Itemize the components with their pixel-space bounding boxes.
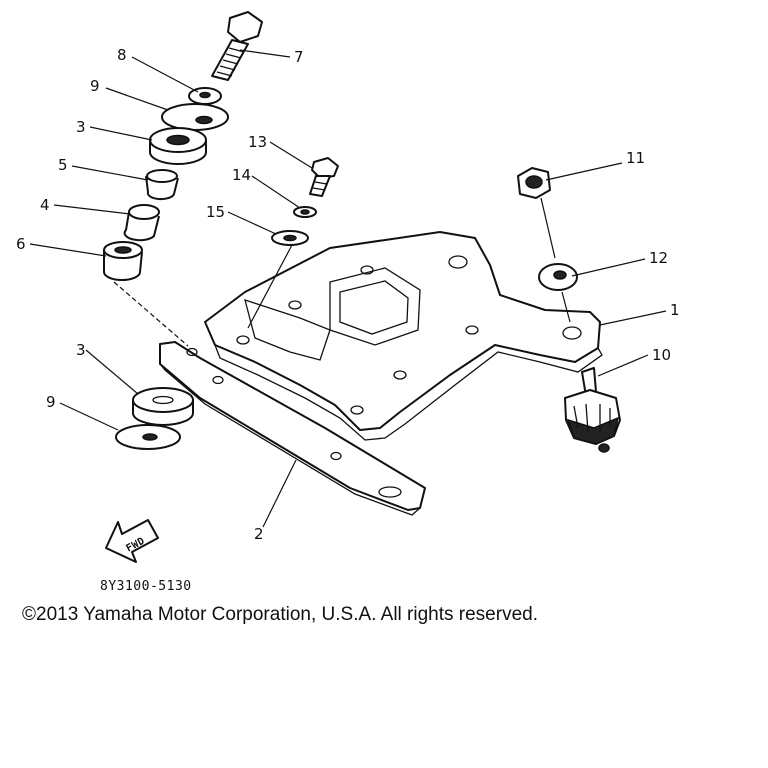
assembly-lines	[113, 197, 571, 347]
lockwasher-part-14	[293, 206, 317, 218]
bolt-part-13	[309, 157, 339, 197]
rail-part-2	[159, 341, 426, 516]
bracket-part-1	[204, 231, 603, 441]
callout-11: 11	[626, 149, 645, 167]
washer-part-15	[271, 230, 309, 246]
nut-part-11	[517, 167, 551, 199]
spacer-part-6	[103, 241, 143, 281]
grommet-part-3-upper	[149, 127, 207, 165]
callout-12: 12	[649, 249, 668, 267]
callout-1: 1	[670, 301, 680, 319]
callout-15: 15	[206, 203, 225, 221]
fwd-arrow-icon: FWD	[105, 519, 159, 563]
callout-numbers: 7 8 9 3 5 4 6 13 14 15 11 12 1 10 3 9 2	[16, 46, 680, 543]
callout-9-lower: 9	[46, 393, 56, 411]
callout-8: 8	[117, 46, 127, 64]
callout-2: 2	[254, 525, 264, 543]
callout-6: 6	[16, 235, 26, 253]
callout-4: 4	[40, 196, 50, 214]
washer-part-12	[538, 263, 578, 291]
washer-part-9-upper	[161, 103, 229, 131]
callout-3-lower: 3	[76, 341, 86, 359]
grommet-part-3-lower	[132, 387, 194, 426]
callout-13: 13	[248, 133, 267, 151]
diagram-code: 8Y3100-5130	[100, 579, 192, 594]
callout-3-upper: 3	[76, 118, 86, 136]
washer-part-9-lower	[115, 424, 181, 450]
callout-10: 10	[652, 346, 671, 364]
collar-part-4	[123, 204, 160, 242]
callout-9-upper: 9	[90, 77, 100, 95]
callout-14: 14	[232, 166, 251, 184]
callout-7: 7	[294, 48, 304, 66]
leader-lines	[29, 49, 667, 528]
damper-part-10	[564, 367, 621, 453]
copyright-notice: ©2013 Yamaha Motor Corporation, U.S.A. A…	[22, 604, 538, 625]
bolt-part-7	[211, 11, 263, 81]
collar-part-5	[145, 169, 179, 201]
callout-5: 5	[58, 156, 68, 174]
